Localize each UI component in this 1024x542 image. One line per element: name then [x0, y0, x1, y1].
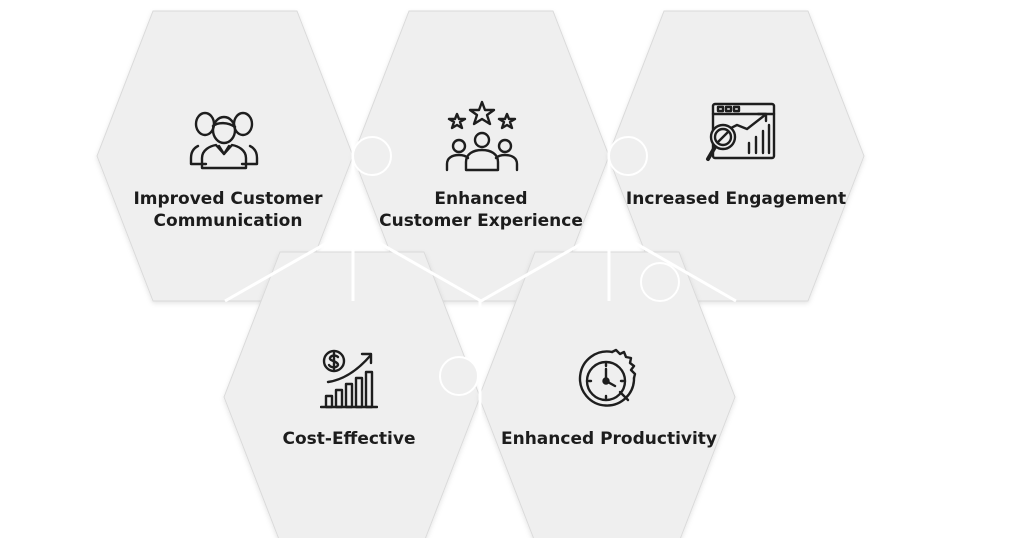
label-line: Cost-Effective — [282, 429, 416, 449]
tile-label-enhanced-productivity: Enhanced Productivity — [489, 428, 729, 450]
label-line: Increased Engagement — [625, 189, 847, 209]
tile-seam — [480, 226, 610, 303]
star-rating-people-icon — [444, 100, 520, 172]
puzzle-knob — [352, 136, 392, 176]
label-line: Enhanced — [434, 189, 528, 209]
label-line: Communication — [153, 211, 303, 231]
tile-seam — [224, 226, 354, 303]
tile-seam — [608, 226, 737, 303]
tile-label-cost-effective: Cost-Effective — [229, 428, 469, 450]
puzzle-knob — [640, 262, 680, 302]
label-line: Improved Customer — [133, 189, 323, 209]
tile-label-increased-engagement: Increased Engagement — [616, 188, 856, 210]
dollar-growth-chart-icon — [320, 348, 378, 410]
label-line: Customer Experience — [379, 211, 583, 231]
puzzle-knob — [608, 136, 648, 176]
analytics-magnifier-icon — [703, 101, 777, 165]
tile-seam — [352, 226, 482, 303]
puzzle-knob — [439, 356, 479, 396]
users-group-icon — [188, 102, 260, 170]
label-line: Enhanced Productivity — [500, 429, 718, 449]
tile-label-improved-customer-communication: Improved Customer Communication — [108, 188, 348, 232]
tile-label-enhanced-customer-experience: Enhanced Customer Experience — [361, 188, 601, 232]
gear-clock-icon — [576, 348, 638, 410]
